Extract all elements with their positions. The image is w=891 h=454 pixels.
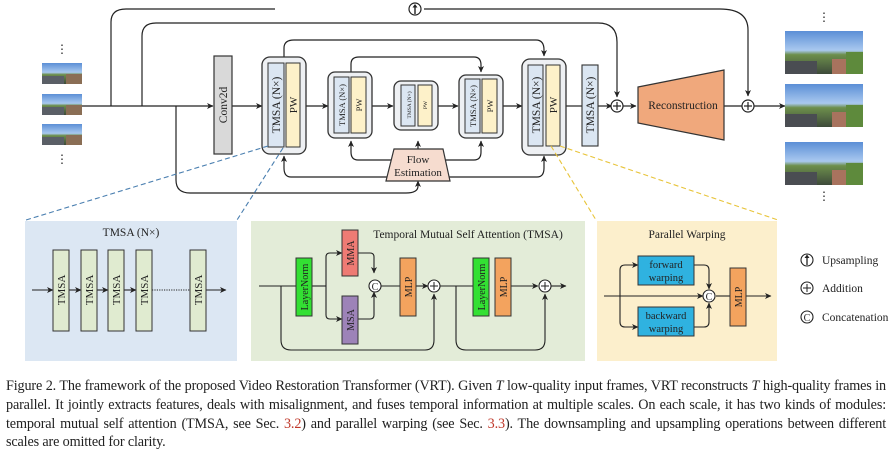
zoom-lines (25, 145, 779, 221)
legend: Upsampling Addition C Concatenation (800, 253, 889, 324)
svg-text:PW: PW (354, 99, 364, 112)
output-ellipsis-bottom: ⋮ (818, 189, 830, 203)
svg-text:C: C (804, 313, 811, 324)
addition-node-1 (610, 99, 624, 113)
concatenation-icon: C (800, 310, 814, 324)
input-frames: ⋮ ⋮ (42, 42, 82, 166)
stage-block-3: TMSA (N×) PW (393, 80, 439, 131)
svg-text:LayerNorm: LayerNorm (300, 263, 311, 310)
forward-warping-block: forward warping (637, 255, 695, 286)
connections (82, 8, 786, 194)
addition-node (538, 279, 552, 293)
svg-text:C: C (372, 282, 379, 293)
svg-text:TMSA (N×): TMSA (N×) (337, 84, 347, 126)
svg-text:Temporal Mutual Self Attention: Temporal Mutual Self Attention (TMSA) (373, 229, 563, 241)
svg-text:warping: warping (649, 273, 684, 284)
svg-text:C: C (706, 292, 713, 303)
svg-text:MLP: MLP (404, 276, 415, 297)
concat-node: C (368, 279, 382, 293)
addition-node-2 (741, 99, 755, 113)
svg-text:backward: backward (646, 311, 688, 322)
svg-text:PW: PW (485, 100, 495, 113)
backward-warping-block: backward warping (637, 306, 695, 337)
svg-text:TMSA (N×): TMSA (N×) (468, 85, 478, 127)
legend-label-upsampling: Upsampling (822, 255, 878, 267)
mlp-block: MLP (729, 267, 747, 327)
layernorm-block: LayerNorm (295, 257, 313, 317)
svg-text:Conv2d: Conv2d (218, 87, 230, 124)
svg-text:PW: PW (423, 100, 429, 109)
stage-block-4: TMSA (N×) PW (458, 74, 504, 139)
svg-text:Parallel Warping: Parallel Warping (648, 229, 725, 241)
svg-text:Reconstruction: Reconstruction (648, 100, 718, 112)
section-ref-link[interactable]: 3.3 (487, 415, 505, 432)
tmsa-block: TMSA (107, 249, 125, 332)
upsampling-icon (800, 253, 814, 267)
concat-node: C (702, 289, 716, 303)
conv2d-block: Conv2d (213, 55, 233, 155)
flow-estimation-block: Flow Estimation (385, 148, 451, 182)
svg-text:TMSA (N×): TMSA (N×) (406, 91, 413, 118)
output-frames: ⋮ ⋮ (785, 10, 863, 203)
svg-text:TMSA: TMSA (139, 275, 151, 306)
output-frame (785, 84, 863, 127)
input-frame (42, 63, 82, 84)
addition-node (427, 279, 441, 293)
svg-text:PW: PW (288, 96, 300, 113)
svg-text:MLP: MLP (734, 286, 745, 307)
svg-text:Flow: Flow (407, 154, 430, 166)
svg-text:MMA: MMA (346, 240, 357, 266)
addition-icon (800, 281, 814, 295)
svg-text:TMSA: TMSA (111, 275, 123, 306)
figure-caption: Figure 2. The framework of the proposed … (6, 378, 886, 451)
legend-label-concatenation: Concatenation (822, 312, 889, 324)
parallel-warping-panel: Parallel Warping forward warping backward… (597, 221, 777, 361)
upsampling-node (408, 2, 422, 16)
svg-text:warping: warping (649, 324, 684, 335)
svg-text:LayerNorm: LayerNorm (477, 263, 488, 310)
final-tmsa-block: TMSA (N×) (581, 64, 599, 147)
stage-block-2: TMSA (N×) PW (327, 71, 373, 139)
mma-block: MMA (341, 229, 359, 277)
output-ellipsis-top: ⋮ (818, 10, 830, 24)
tmsa-block: TMSA (135, 249, 153, 332)
tmsa-stack-panel: TMSA (N×) TMSA TMSA TMSA TMSA TMSA (25, 221, 237, 361)
svg-text:Estimation: Estimation (394, 167, 442, 179)
input-frame (42, 94, 82, 115)
input-frame (42, 124, 82, 145)
svg-text:MLP: MLP (499, 276, 510, 297)
msa-block: MSA (341, 295, 359, 345)
svg-text:TMSA (N×): TMSA (N×) (531, 77, 543, 134)
section-ref-link[interactable]: 3.2 (283, 415, 302, 432)
tmsa-block: TMSA (52, 249, 70, 332)
legend-label-addition: Addition (822, 283, 863, 295)
svg-text:TMSA (N×): TMSA (N×) (585, 77, 597, 134)
svg-text:PW: PW (548, 96, 560, 113)
stage-block-1: TMSA (N×) PW (261, 56, 307, 155)
tmsa-block: TMSA (189, 249, 207, 332)
stage-block-5: TMSA (N×) PW (521, 58, 567, 156)
svg-text:TMSA (N×): TMSA (N×) (271, 77, 283, 134)
svg-text:TMSA (N×): TMSA (N×) (103, 227, 160, 239)
vrt-framework-diagram: ⋮ ⋮ (25, 2, 889, 361)
layernorm-block: LayerNorm (472, 257, 490, 317)
mlp-block: MLP (494, 257, 512, 317)
svg-text:TMSA: TMSA (84, 275, 96, 306)
output-frame (785, 142, 863, 185)
svg-text:forward: forward (649, 260, 683, 271)
input-ellipsis-top: ⋮ (56, 42, 68, 56)
reconstruction-block: Reconstruction (637, 69, 725, 141)
svg-text:MSA: MSA (346, 308, 357, 330)
input-ellipsis-bottom: ⋮ (56, 152, 68, 166)
tmsa-detail-panel: Temporal Mutual Self Attention (TMSA) La… (251, 221, 585, 361)
svg-text:TMSA: TMSA (56, 275, 68, 306)
output-frame (785, 31, 863, 74)
mlp-block: MLP (399, 257, 417, 317)
tmsa-block: TMSA (80, 249, 98, 332)
svg-text:TMSA: TMSA (193, 275, 205, 306)
